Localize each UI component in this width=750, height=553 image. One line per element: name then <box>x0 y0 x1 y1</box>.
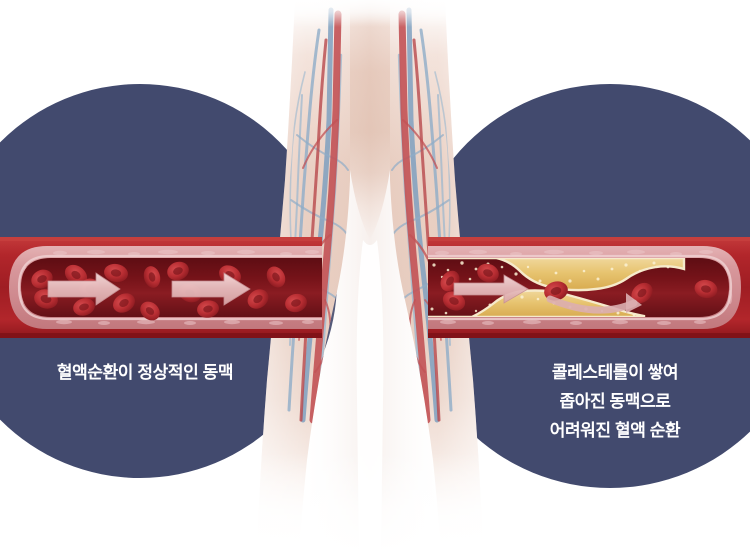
caption-line: 콜레스테롤이 쌓여 <box>551 363 679 382</box>
red-blood-cells <box>31 261 307 321</box>
blood-flow-arrows <box>453 274 642 314</box>
red-blood-cells <box>440 263 718 311</box>
healthy-artery-vessel <box>0 237 322 338</box>
left-panel-caption: 혈액순환이 정상적인 동맥 <box>0 360 290 386</box>
blood-flow-arrows <box>47 272 251 306</box>
caption-line: 혈액순환이 정상적인 동맥 <box>56 363 234 382</box>
right-panel-caption: 콜레스테롤이 쌓여 좁아진 동맥으로 어려워진 혈액 순환 <box>470 358 750 445</box>
caption-line: 어려워진 혈액 순환 <box>549 421 681 440</box>
narrowed-artery-vessel <box>428 237 750 338</box>
caption-line: 좁아진 동맥으로 <box>559 392 671 411</box>
